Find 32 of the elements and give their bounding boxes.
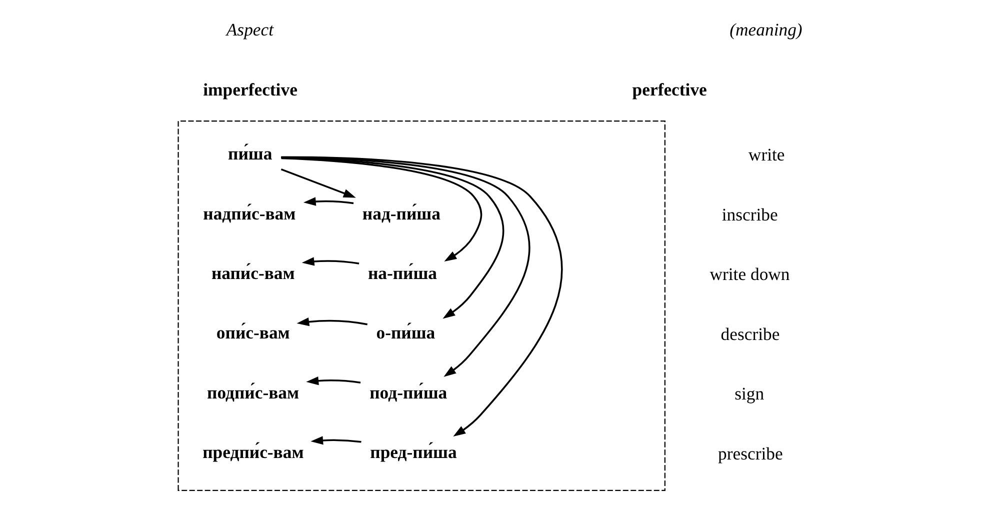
arrow <box>302 257 360 266</box>
arrow <box>310 436 362 445</box>
node-text: напи́с-вам <box>211 263 295 284</box>
node-text: подпи́с-вам <box>207 382 300 402</box>
node-text: предпи́с-вам <box>202 442 304 462</box>
node-text: под-пи́ша <box>370 382 448 402</box>
label: (meaning) <box>730 20 802 40</box>
arrow <box>281 157 482 262</box>
node-text: пи́ша <box>228 144 272 164</box>
node-text: о-пи́ша <box>376 322 436 343</box>
label: sign <box>734 384 764 404</box>
node-text: пред-пи́ша <box>370 442 457 462</box>
arrow <box>306 376 361 386</box>
arrow <box>280 168 356 198</box>
node-text: на-пи́ша <box>368 263 438 284</box>
arrow <box>281 156 563 437</box>
node-text: надпи́с-вам <box>203 203 296 224</box>
label: describe <box>720 324 780 344</box>
label: prescribe <box>718 443 783 464</box>
label: perfective <box>632 79 707 100</box>
arrow <box>281 156 504 319</box>
cluster <box>178 120 666 492</box>
arrow <box>296 317 368 326</box>
label: imperfective <box>203 79 298 100</box>
label: write down <box>710 264 790 284</box>
label: Aspect <box>226 20 274 40</box>
label: inscribe <box>722 204 778 224</box>
node-text: опи́с-вам <box>216 322 290 343</box>
arrow <box>303 197 354 206</box>
arrow <box>281 156 530 377</box>
label: write <box>748 144 785 165</box>
node-text: над-пи́ша <box>362 203 440 224</box>
